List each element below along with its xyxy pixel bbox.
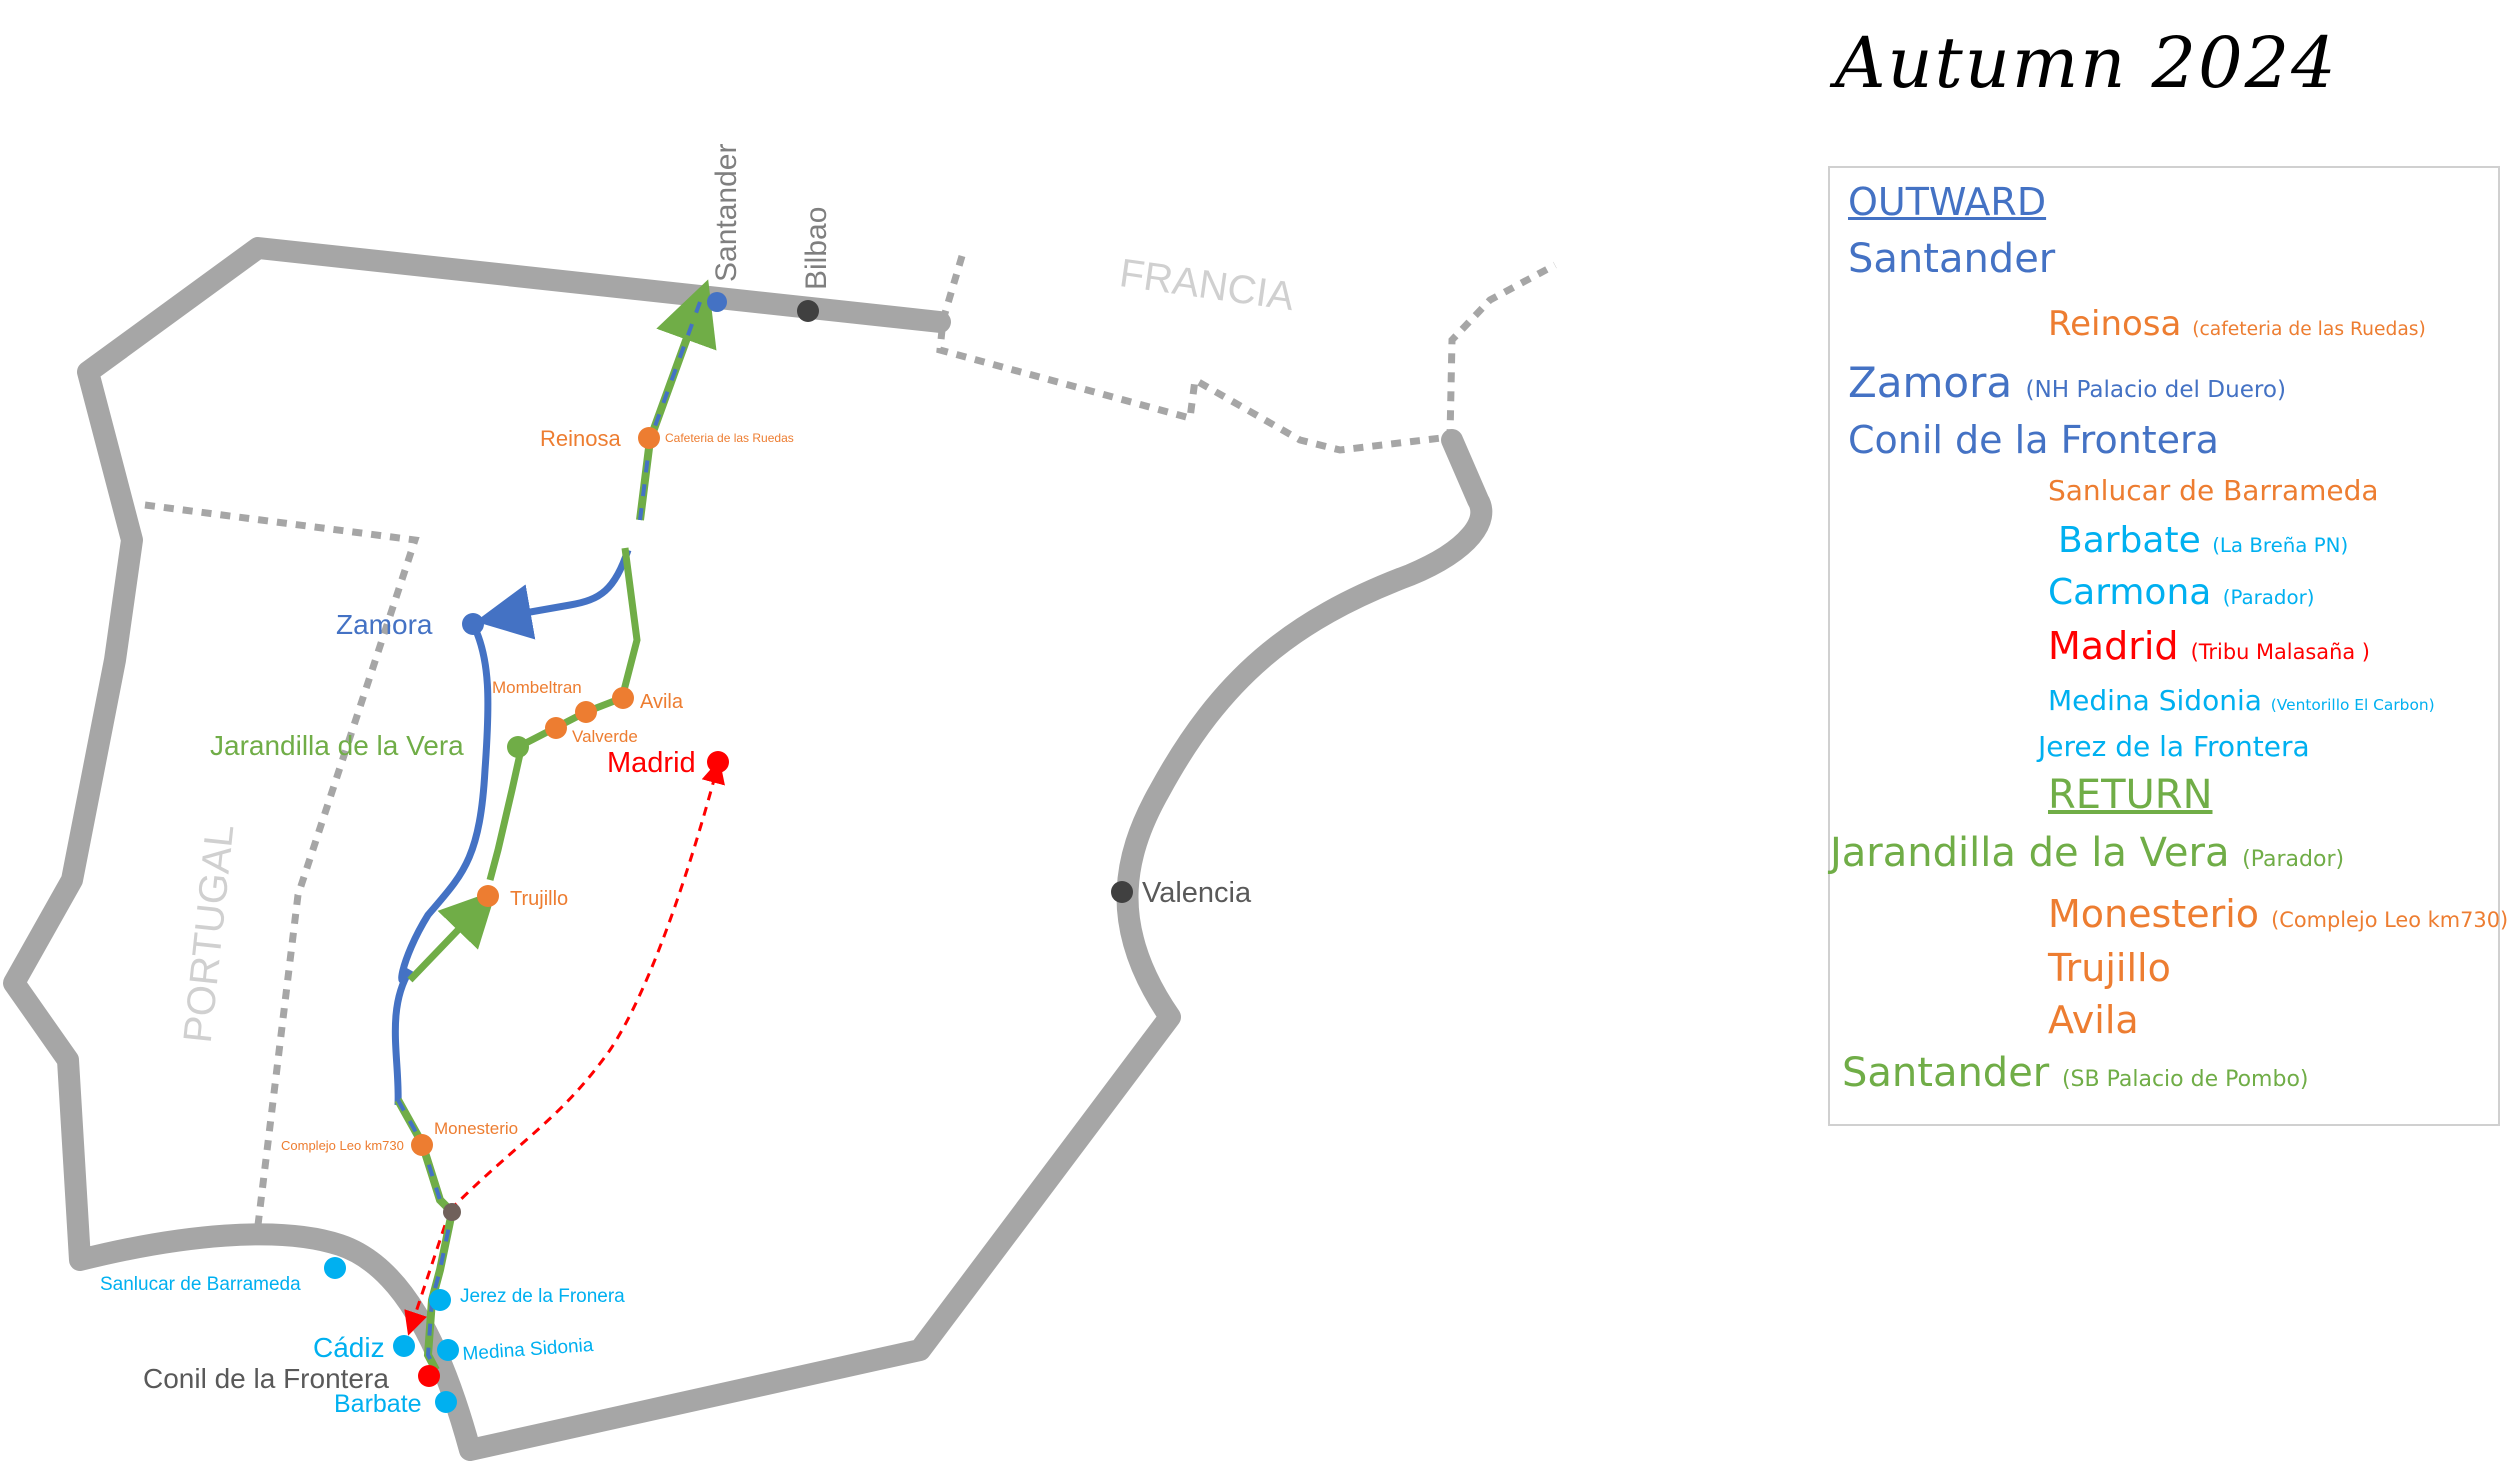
legend: OUTWARD Santander Reinosa (cafeteria de … (1828, 166, 2508, 1126)
legend-item: Medina Sidonia (Ventorillo El Carbon) (2048, 684, 2435, 717)
portugal-border (144, 501, 420, 1226)
legend-item-name: Reinosa (2048, 304, 2182, 344)
legend-item: Zamora (NH Palacio del Duero) (1848, 358, 2286, 407)
label-conil: Conil de la Frontera (143, 1363, 389, 1394)
label-monesterio: Monesterio (434, 1119, 518, 1138)
marker-conil (418, 1365, 440, 1387)
legend-item: Madrid (Tribu Malasaña ) (2048, 624, 2370, 668)
marker-junction (443, 1203, 461, 1221)
route-outward-south (391, 624, 492, 1106)
legend-item-note: (Parador) (2222, 586, 2315, 609)
legend-item: Monesterio (Complejo Leo km730) (2048, 892, 2508, 936)
label-reinosa: Reinosa (540, 426, 621, 451)
legend-item: Carmona (Parador) (2048, 572, 2314, 613)
legend-item-name: Santander (1842, 1050, 2050, 1096)
legend-item-name: Jerez de la Frontera (2038, 730, 2310, 763)
label-santander: Santander (710, 144, 743, 282)
legend-item-name: Madrid (2048, 624, 2179, 668)
legend-item-name: Medina Sidonia (2048, 684, 2262, 717)
label-bilbao: Bilbao (800, 207, 833, 290)
marker-mombeltran (575, 701, 597, 723)
legend-item-name: Sanlucar de Barrameda (2048, 474, 2379, 507)
legend-item: Jarandilla de la Vera (Parador) (1830, 830, 2344, 876)
country-label-francia: FRANCIA (1117, 251, 1297, 319)
legend-item-note: (Ventorillo El Carbon) (2270, 696, 2435, 714)
legend-item: Jerez de la Frontera (2038, 730, 2310, 763)
legend-item-name: Trujillo (2048, 946, 2171, 990)
label-jarandilla: Jarandilla de la Vera (210, 730, 464, 761)
route-outward-zamora (475, 548, 632, 640)
legend-item-name: Jarandilla de la Vera (1830, 830, 2230, 876)
coastline (3, 237, 1493, 1461)
legend-item: Barbate (La Breña PN) (2058, 520, 2348, 561)
marker-santander (707, 292, 727, 312)
legend-item-name: Conil de la Frontera (1848, 418, 2219, 462)
legend-item-note: (La Breña PN) (2212, 534, 2349, 557)
route-return-avila (486, 547, 641, 881)
legend-item-name: Avila (2048, 998, 2139, 1042)
label-sanlucar: Sanlucar de Barrameda (100, 1274, 301, 1295)
label-zamora: Zamora (336, 609, 433, 640)
marker-jarandilla (507, 736, 529, 758)
marker-trujillo (477, 885, 499, 907)
legend-item-note: (NH Palacio del Duero) (2025, 377, 2287, 403)
legend-item-name: Barbate (2058, 520, 2201, 561)
legend-item: Conil de la Frontera (1848, 418, 2219, 462)
legend-heading-outward: OUTWARD (1848, 180, 2047, 224)
legend-item-note: (Parador) (2242, 847, 2345, 872)
label-reinosa-note: Cafeteria de las Ruedas (665, 431, 794, 445)
legend-item: Avila (2048, 998, 2139, 1042)
marker-zamora (462, 613, 484, 635)
legend-item: Santander (1848, 236, 2055, 282)
label-trujillo: Trujillo (510, 888, 568, 910)
marker-valencia (1111, 881, 1133, 903)
route-north-shared-green (636, 279, 717, 521)
marker-cadiz (393, 1335, 415, 1357)
label-madrid: Madrid (607, 747, 696, 779)
france-border (936, 255, 1557, 454)
marker-medina (437, 1339, 459, 1361)
marker-avila (612, 687, 634, 709)
legend-item: Sanlucar de Barrameda (2048, 474, 2379, 507)
country-label-portugal: PORTUGAL (176, 822, 243, 1045)
label-mombeltran: Mombeltran (492, 678, 582, 697)
legend-item-name: Zamora (1848, 358, 2013, 407)
marker-barbate (435, 1391, 457, 1413)
legend-item-note: (cafeteria de las Ruedas) (2192, 319, 2426, 340)
legend-item-note: (Complejo Leo km730) (2271, 908, 2508, 932)
marker-valverde (545, 717, 567, 739)
legend-heading-return: RETURN (2048, 772, 2213, 818)
legend-item: Reinosa (cafeteria de las Ruedas) (2048, 304, 2426, 344)
legend-item: Trujillo (2048, 946, 2171, 990)
marker-bilbao (797, 300, 819, 322)
label-barbate: Barbate (334, 1390, 422, 1418)
marker-reinosa (638, 427, 660, 449)
legend-item-name: Carmona (2048, 572, 2212, 613)
legend-item-note: (SB Palacio de Pombo) (2061, 1067, 2309, 1092)
label-jerez: Jerez de la Fronera (460, 1286, 625, 1307)
marker-jerez (429, 1289, 451, 1311)
label-valencia: Valencia (1142, 877, 1252, 909)
label-medina: Medina Sidonia (462, 1335, 595, 1365)
label-valverde: Valverde (572, 727, 638, 746)
legend-item-note: (Tribu Malasaña ) (2190, 640, 2370, 664)
marker-sanlucar (324, 1257, 346, 1279)
page-title: Autumn 2024 (1835, 22, 2338, 104)
label-cadiz: Cádiz (313, 1332, 385, 1363)
marker-madrid (707, 751, 729, 773)
label-monesterio-note: Complejo Leo km730 (281, 1138, 404, 1153)
madrid-link (448, 759, 725, 1212)
label-avila: Avila (640, 691, 684, 713)
legend-item-name: Santander (1848, 236, 2056, 282)
legend-item-name: Monesterio (2048, 892, 2260, 936)
marker-monesterio (411, 1134, 433, 1156)
cadiz-link (404, 1209, 452, 1336)
legend-item: Santander (SB Palacio de Pombo) (1842, 1050, 2309, 1096)
route-return-trujillo (407, 889, 497, 983)
